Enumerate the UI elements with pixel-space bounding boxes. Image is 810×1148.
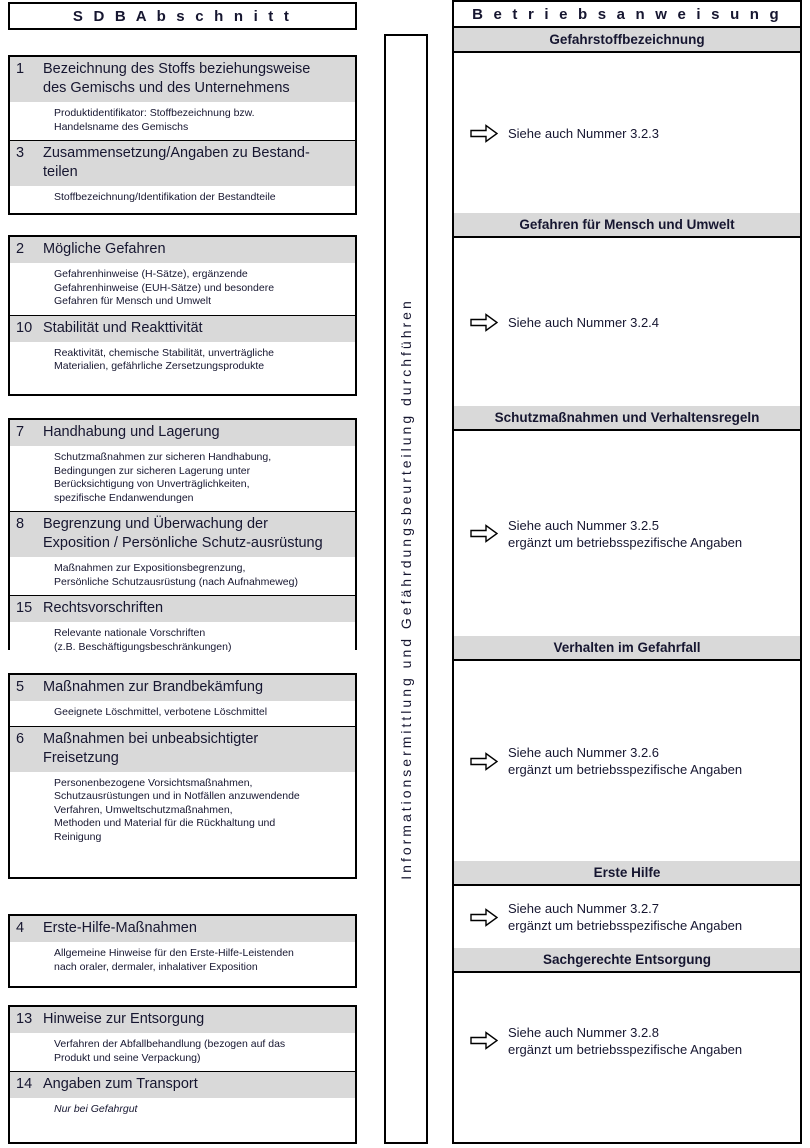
sdb-section-title: Angaben zum Transport <box>43 1076 198 1092</box>
betriebsanweisung-column: B e t r i e b s a n w e i s u n g Gefahr… <box>452 0 802 1144</box>
right-arrow-icon <box>470 524 498 543</box>
ba-reference-note: Siehe auch Nummer 3.2.7 ergänzt um betri… <box>454 900 742 934</box>
ba-reference-note: Siehe auch Nummer 3.2.3 <box>454 123 660 143</box>
sdb-section-title: Erste-Hilfe-Maßnahmen <box>43 920 197 936</box>
ba-section-body: Siehe auch Nummer 3.2.3 <box>454 53 800 213</box>
process-bar-label: Informationsermittlung und Gefährdungsbe… <box>398 298 414 880</box>
sdb-section-description: Geeignete Löschmittel, verbotene Löschmi… <box>10 701 355 726</box>
ba-section-title: Schutzmaßnahmen und Verhaltensregeln <box>454 404 800 431</box>
ba-section-title: Gefahren für Mensch und Umwelt <box>454 211 800 238</box>
ba-section-body: Siehe auch Nummer 3.2.7 ergänzt um betri… <box>454 886 800 948</box>
sdb-section-number: 8 <box>16 516 25 532</box>
sdb-section-description: Produktidentifikator: Stoffbezeichnung b… <box>10 102 355 140</box>
sdb-section-description: Stoffbezeichnung/Identifikation der Best… <box>10 186 355 211</box>
right-arrow-icon <box>470 1031 498 1050</box>
sdb-column-header-label: S D B A b s c h n i t t <box>72 7 293 25</box>
sdb-section-heading: 5 Maßnahmen zur Brandbekämfung <box>10 675 355 701</box>
sdb-section-heading: 3 Zusammensetzung/Angaben zu Bestand-teil… <box>10 140 355 186</box>
right-arrow-icon <box>470 751 498 771</box>
ba-column-header: B e t r i e b s a n w e i s u n g <box>454 2 800 28</box>
right-arrow-icon <box>470 312 498 332</box>
ba-section-body: Siehe auch Nummer 3.2.6 ergänzt um betri… <box>454 661 800 861</box>
sdb-section-title: Hinweise zur Entsorgung <box>43 1011 205 1027</box>
sdb-section-title: Zusammensetzung/Angaben zu Bestand-teile… <box>43 145 310 180</box>
sdb-section-number: 5 <box>16 679 25 695</box>
sdb-section-number: 13 <box>16 1011 33 1027</box>
sdb-section-number: 10 <box>16 319 33 336</box>
ba-reference-text: Siehe auch Nummer 3.2.7 ergänzt um betri… <box>508 901 743 933</box>
ba-reference-note: Siehe auch Nummer 3.2.6 ergänzt um betri… <box>454 744 742 778</box>
ba-reference-note: Siehe auch Nummer 3.2.4 <box>454 312 660 332</box>
sdb-section-title: Rechtsvorschriften <box>43 600 164 616</box>
ba-reference-text: Siehe auch Nummer 3.2.8 ergänzt um betri… <box>508 1024 743 1057</box>
sdb-section-description: Reaktivität, chemische Stabilität, unver… <box>10 341 355 380</box>
ba-reference-note: Siehe auch Nummer 3.2.5 ergänzt um betri… <box>454 517 742 551</box>
ba-reference-note: Siehe auch Nummer 3.2.8 ergänzt um betri… <box>454 1024 742 1058</box>
ba-section-body: Siehe auch Nummer 3.2.5 ergänzt um betri… <box>454 431 800 636</box>
sdb-section-description: Maßnahmen zur Expositionsbegrenzung,Pers… <box>10 557 355 595</box>
sdb-section-heading: 13 Hinweise zur Entsorgung <box>10 1007 355 1033</box>
sdb-section-number: 2 <box>16 241 25 257</box>
right-arrow-icon <box>470 907 498 927</box>
sdb-section-title: Mögliche Gefahren <box>43 241 166 257</box>
sdb-section-number: 1 <box>16 61 25 77</box>
sdb-section-description: Relevante nationale Vorschriften(z.B. Be… <box>10 622 355 660</box>
process-bar: Informationsermittlung und Gefährdungsbe… <box>384 34 428 1144</box>
ba-reference-text: Siehe auch Nummer 3.2.3 <box>508 125 660 141</box>
ba-section-body: Siehe auch Nummer 3.2.8 ergänzt um betri… <box>454 973 800 1108</box>
sdb-section-description: Allgemeine Hinweise für den Erste-Hilfe-… <box>10 942 355 980</box>
ba-reference-text: Siehe auch Nummer 3.2.6 ergänzt um betri… <box>508 745 743 777</box>
sdb-section-description: Verfahren der Abfallbehandlung (bezogen … <box>10 1033 355 1071</box>
ba-section-body: Siehe auch Nummer 3.2.4 <box>454 238 800 406</box>
ba-reference-text: Siehe auch Nummer 3.2.5 ergänzt um betri… <box>508 517 743 550</box>
sdb-section-number: 14 <box>16 1076 33 1092</box>
ba-column-header-label: B e t r i e b s a n w e i s u n g <box>472 5 782 23</box>
sdb-section-description: Schutzmaßnahmen zur sicheren Handhabung,… <box>10 446 355 511</box>
sdb-section-title: Handhabung und Lagerung <box>43 424 220 440</box>
sdb-section-title: Stabilität und Reakttivität <box>43 319 203 336</box>
right-arrow-icon <box>470 123 498 143</box>
ba-section-title: Gefahrstoffbezeichnung <box>454 26 800 53</box>
sdb-section-number: 3 <box>16 145 25 161</box>
ba-section-title: Verhalten im Gefahrfall <box>454 634 800 661</box>
sdb-section-description: Personenbezogene Vorsichtsmaßnahmen,Schu… <box>10 771 355 850</box>
sdb-section-number: 4 <box>16 920 25 936</box>
sdb-section-number: 15 <box>16 600 33 616</box>
sdb-section-heading: 2 Mögliche Gefahren <box>10 237 355 263</box>
ba-section-title: Erste Hilfe <box>454 859 800 886</box>
sdb-section-heading: 7 Handhabung und Lagerung <box>10 420 355 446</box>
sdb-section-heading: 4 Erste-Hilfe-Maßnahmen <box>10 916 355 942</box>
sdb-section-heading: 15 Rechtsvorschriften <box>10 595 355 622</box>
ba-reference-text: Siehe auch Nummer 3.2.4 <box>508 314 660 330</box>
sdb-section-number: 7 <box>16 424 25 440</box>
ba-section-title: Sachgerechte Entsorgung <box>454 946 800 973</box>
sdb-column-header: S D B A b s c h n i t t <box>8 2 357 30</box>
sdb-section-title: Maßnahmen zur Brandbekämfung <box>43 679 264 695</box>
sdb-section-heading: 10 Stabilität und Reakttivität <box>10 314 355 342</box>
sdb-section-number: 6 <box>16 730 25 747</box>
sdb-section-heading: 14 Angaben zum Transport <box>10 1071 355 1098</box>
sdb-section-description: Nur bei Gefahrgut <box>10 1098 355 1123</box>
